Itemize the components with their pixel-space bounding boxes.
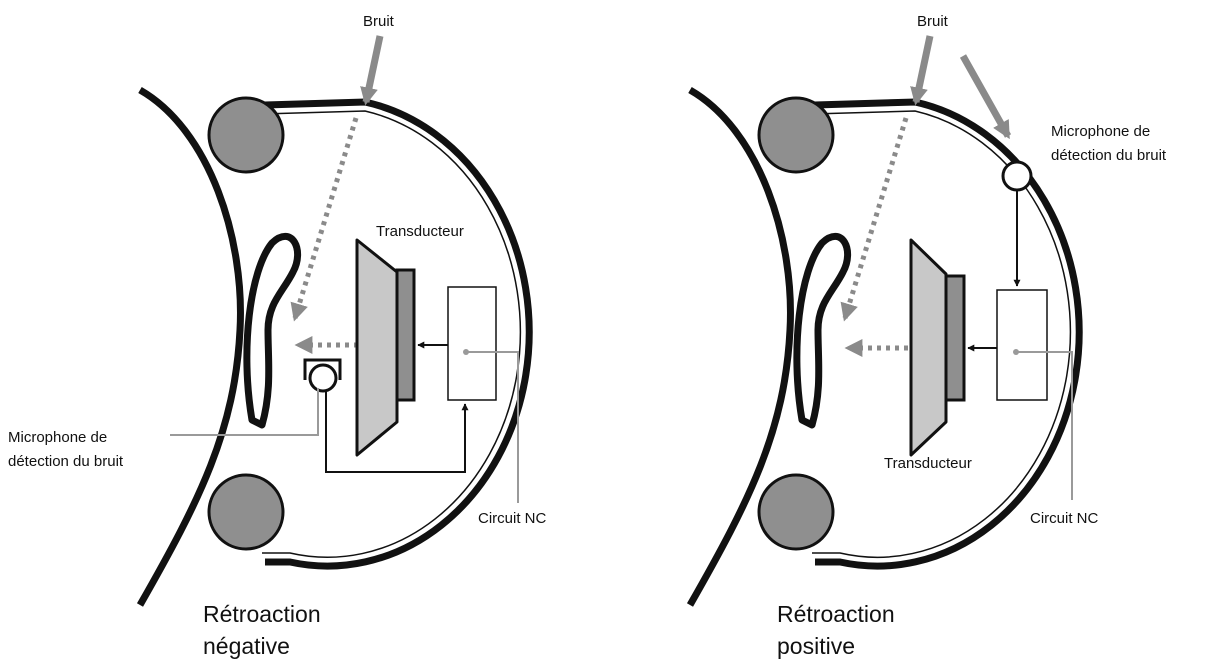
left-mic-label-line2: détection du bruit bbox=[8, 453, 124, 470]
right-mic-label-line1: Microphone de bbox=[1051, 123, 1150, 140]
left-ear-cup-shell bbox=[264, 98, 533, 570]
right-head-outline bbox=[686, 86, 794, 607]
left-ear-shape bbox=[243, 233, 302, 429]
right-ear-cup-inner-line bbox=[811, 110, 1072, 558]
right-transducer-cone bbox=[909, 238, 948, 457]
right-circuit-leader bbox=[1016, 351, 1073, 500]
right-circuit-leader-dot bbox=[1013, 349, 1019, 355]
left-transducer-label: Transducteur bbox=[376, 223, 464, 240]
left-mic-housing bbox=[303, 358, 342, 380]
left-transducer-magnet bbox=[395, 268, 416, 402]
left-mic-feedback-path bbox=[325, 392, 469, 473]
right-pad-bottom bbox=[757, 473, 835, 551]
right-nc-circuit-box bbox=[996, 289, 1048, 401]
left-noise-arrow bbox=[360, 35, 384, 106]
right-ear-cup-shell bbox=[814, 98, 1083, 570]
left-mic-leader bbox=[170, 388, 319, 436]
left-circuit-leader-dot bbox=[463, 349, 469, 355]
right-noise-dotted-path bbox=[840, 117, 909, 322]
left-transducer-cone bbox=[355, 238, 399, 457]
left-pad-top bbox=[207, 96, 285, 174]
right-pad-top bbox=[757, 96, 835, 174]
right-noise-arrow-1 bbox=[910, 35, 934, 106]
left-pad-bottom bbox=[207, 473, 285, 551]
right-mic-label-line2: détection du bruit bbox=[1051, 147, 1167, 164]
left-ear-cup-inner-line bbox=[261, 110, 522, 558]
right-mic bbox=[1001, 160, 1033, 192]
right-transducer-label: Transducteur bbox=[884, 455, 972, 472]
right-caption-line2: positive bbox=[777, 633, 855, 659]
right-ear-shape bbox=[793, 233, 852, 429]
right-transducer-magnet bbox=[944, 274, 966, 402]
left-panel: Bruit Transducteur Microphone de détecti… bbox=[8, 13, 547, 659]
left-circuit-leader bbox=[466, 351, 519, 503]
right-caption-line1: Rétroaction bbox=[777, 601, 895, 627]
right-circuit-label: Circuit NC bbox=[1030, 510, 1099, 527]
left-noise-label: Bruit bbox=[363, 13, 395, 30]
right-noise-arrow-2 bbox=[959, 54, 1012, 140]
right-panel: Bruit Microphone de détection du bruit T… bbox=[686, 13, 1167, 659]
left-nc-circuit-box bbox=[447, 286, 497, 401]
left-head-outline bbox=[136, 86, 244, 607]
left-caption-line2: négative bbox=[203, 633, 290, 659]
left-caption-line1: Rétroaction bbox=[203, 601, 321, 627]
left-mic-label-line1: Microphone de bbox=[8, 429, 107, 446]
left-mic bbox=[308, 363, 338, 393]
left-noise-dotted-path bbox=[290, 117, 359, 322]
right-noise-label: Bruit bbox=[917, 13, 949, 30]
left-circuit-label: Circuit NC bbox=[478, 510, 547, 527]
